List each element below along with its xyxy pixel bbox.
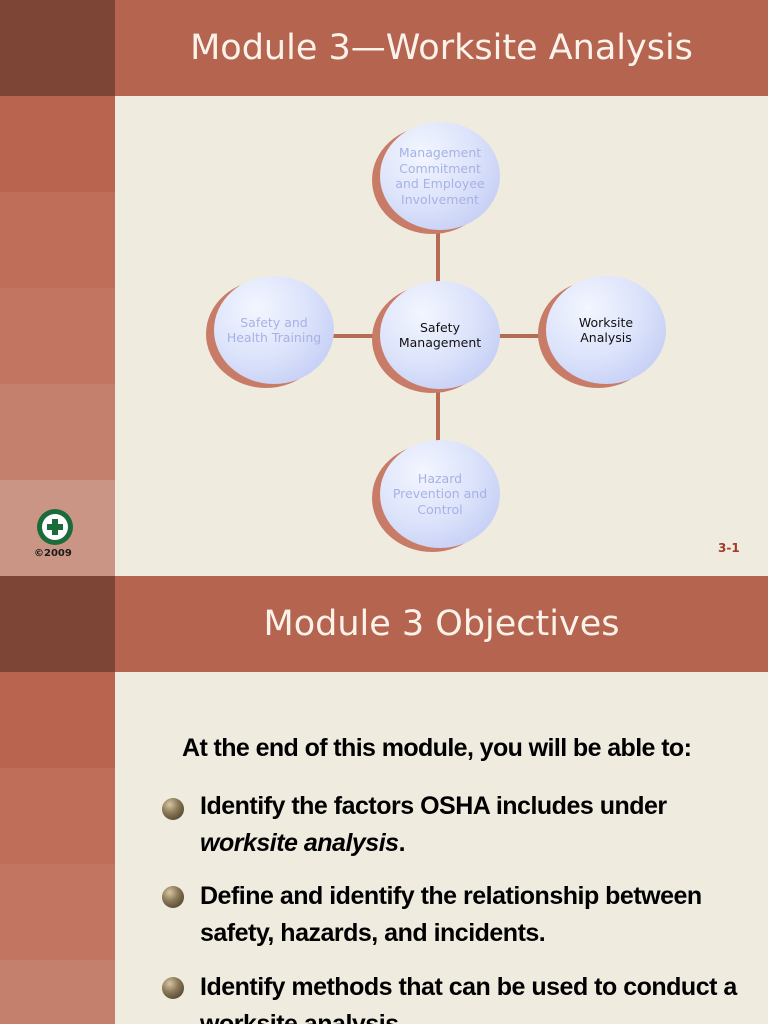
objective-suffix: . xyxy=(398,829,406,857)
bullet-icon xyxy=(162,886,184,908)
objective-item: Identify the factors OSHA includes under… xyxy=(200,788,740,862)
diagram-node-left: Safety and Health Training xyxy=(206,276,334,388)
slide-header: Module 3—Worksite Analysis xyxy=(115,0,768,96)
slide-title: Module 3—Worksite Analysis xyxy=(190,28,693,68)
objective-text: Define and identify the relationship bet… xyxy=(200,882,702,947)
sidebar-color-blocks xyxy=(0,0,115,576)
sidebar-block xyxy=(0,384,115,480)
slide-title: Module 3 Objectives xyxy=(263,604,620,644)
connector-bottom xyxy=(436,392,440,442)
node-circle: Safety and Health Training xyxy=(214,276,334,384)
slide-worksite-analysis: Module 3—Worksite Analysis Management Co… xyxy=(0,0,768,576)
objectives-intro: At the end of this module, you will be a… xyxy=(182,734,692,762)
slide-number: 3-1 xyxy=(718,541,740,555)
bullet-icon xyxy=(162,977,184,999)
node-circle: Worksite Analysis xyxy=(546,276,666,384)
node-circle: Management Commitment and Employee Invol… xyxy=(380,122,500,230)
node-label-hazard-prevention: Hazard Prevention and Control xyxy=(392,470,488,517)
bullet-icon xyxy=(162,798,184,820)
sidebar-block xyxy=(0,96,115,192)
connector-right xyxy=(496,334,544,338)
objective-emphasis: worksite analysis xyxy=(200,829,399,857)
diagram-node-right: Worksite Analysis xyxy=(538,276,666,388)
copyright-text: ©2009 xyxy=(34,548,72,559)
sidebar-block xyxy=(0,960,115,1024)
slide-header: Module 3 Objectives xyxy=(115,576,768,672)
objective-item: Identify methods that can be used to con… xyxy=(200,969,740,1024)
node-label-safety-health-training: Safety and Health Training xyxy=(226,314,322,346)
objective-text: Identify methods that can be used to con… xyxy=(200,973,737,1024)
sidebar-block xyxy=(0,0,115,96)
logo-cross xyxy=(47,524,63,530)
objective-text: Identify the factors OSHA includes under xyxy=(200,792,667,820)
diagram-node-center: Safety Management xyxy=(372,281,500,393)
sidebar-color-blocks xyxy=(0,576,115,1024)
national-safety-council-logo-icon xyxy=(37,509,73,545)
sidebar-block xyxy=(0,576,115,672)
sidebar-block xyxy=(0,288,115,384)
sidebar-block xyxy=(0,672,115,768)
sidebar-block xyxy=(0,864,115,960)
diagram-node-top: Management Commitment and Employee Invol… xyxy=(372,122,500,234)
diagram-node-bottom: Hazard Prevention and Control xyxy=(372,440,500,552)
objective-item: Define and identify the relationship bet… xyxy=(200,878,740,952)
slide-objectives: Module 3 Objectives At the end of this m… xyxy=(0,576,768,1024)
connector-top xyxy=(436,230,440,285)
sidebar-block xyxy=(0,768,115,864)
node-label-safety-management: Safety Management xyxy=(398,319,482,351)
node-circle: Safety Management xyxy=(380,281,500,389)
connector-left xyxy=(332,334,380,338)
node-label-management-commitment: Management Commitment and Employee Invol… xyxy=(395,145,485,207)
node-circle: Hazard Prevention and Control xyxy=(380,440,500,548)
sidebar-block xyxy=(0,192,115,288)
node-label-worksite-analysis: Worksite Analysis xyxy=(578,314,634,346)
